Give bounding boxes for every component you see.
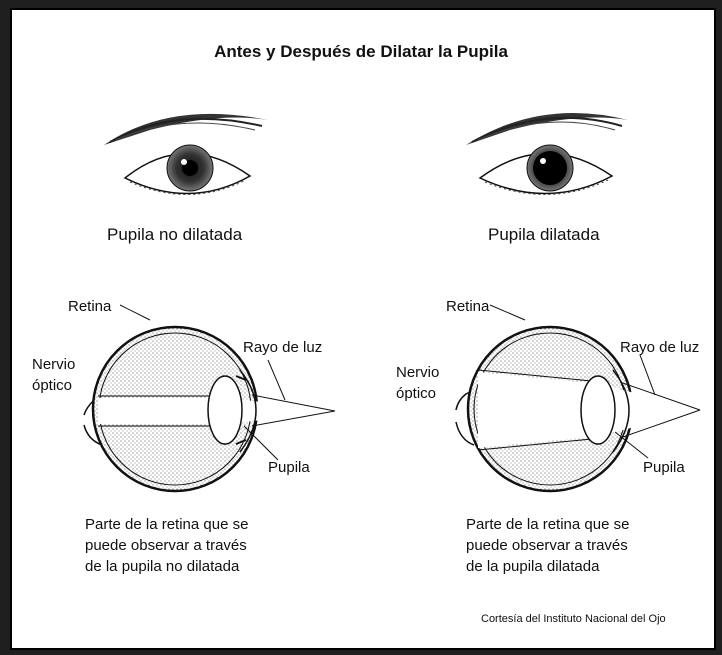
label-nervio-left: Nervio: [32, 356, 76, 373]
label-retina-right: Retina: [446, 298, 490, 315]
eye-cross-section-dilated: [455, 304, 701, 493]
caption-not-dilated: Pupila no dilatada: [107, 225, 243, 244]
description-dilated: Parte de la retina que se puede observar…: [466, 516, 630, 575]
caption-dilated: Pupila dilatada: [488, 225, 600, 244]
eye-cross-section-not-dilated: [83, 304, 336, 493]
label-optico-left: óptico: [32, 377, 73, 394]
eye-external-not-dilated: [104, 113, 268, 195]
description-not-dilated: Parte de la retina que se puede observar…: [85, 516, 249, 575]
page-title: Antes y Después de Dilatar la Pupila: [214, 42, 508, 61]
label-optico-right: óptico: [396, 385, 437, 402]
label-retina-left: Retina: [68, 298, 112, 315]
label-pupila-right: Pupila: [643, 459, 685, 476]
credit-text: Cortesía del Instituto Nacional del Ojo: [481, 613, 666, 625]
label-rayo-left: Rayo de luz: [243, 339, 323, 356]
label-nervio-right: Nervio: [396, 364, 440, 381]
label-pupila-left: Pupila: [268, 459, 310, 476]
label-rayo-right: Rayo de luz: [620, 339, 700, 356]
eye-external-dilated: [466, 112, 628, 195]
